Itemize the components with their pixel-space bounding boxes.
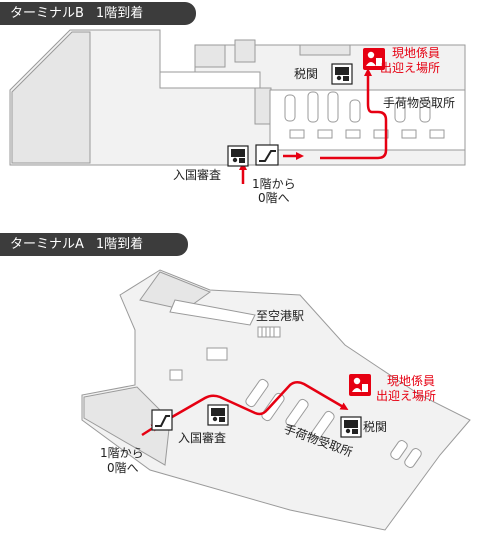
customs-officer-icon [331,63,353,85]
terminal-b-room [234,39,256,63]
terminal-a-carousel [404,448,422,468]
terminal-a-route [171,381,349,419]
staff-person-icon [349,374,371,396]
terminal-a-header: ターミナルA 1階到着 [0,233,188,256]
terminal-a-room [169,369,183,381]
terminal-b-from-floor-2: 0階へ [258,190,290,205]
terminal-a-meeting-point-label-1: 現地係員 [387,374,435,388]
terminal-a-from-floor-2: 0階へ [107,460,139,475]
terminal-b-room [194,44,226,68]
terminal-a-station-label: 至空港駅 [256,309,304,323]
terminal-a-station-hatch [261,327,275,337]
terminal-b-carousel [307,91,319,123]
terminal-b-booth [289,129,305,139]
terminal-a-carousel [311,410,335,440]
terminal-b-corridor [159,71,261,89]
terminal-a-immigration-label: 入国審査 [178,430,226,445]
terminal-a-floor: 1階到着 [95,237,144,252]
terminal-a-station-entrance [257,326,281,338]
terminal-b-carousel [394,101,406,123]
terminal-b-carousel [284,94,296,122]
terminal-a-carousel [245,378,269,408]
terminal-a-carousel [285,398,309,428]
terminal-b-carousel [327,91,339,123]
terminal-b-carousel [349,99,361,123]
immigration-officer-icon [227,145,249,167]
immigration-officer-icon [207,404,229,426]
terminal-a-carousel [390,440,408,460]
terminal-a-meeting-point-label-2: 出迎え場所 [376,389,436,403]
terminal-a-west-wing [83,386,171,466]
terminal-b-customs-label: 税関 [294,67,318,81]
terminal-b-title: ターミナルB [10,6,84,21]
terminal-b-booth [429,129,445,139]
terminal-b-booth [317,129,333,139]
terminal-b-immigration-label: 入国審査 [173,167,221,182]
terminal-a-corridor [169,299,256,326]
terminal-b-baggage-label: 手荷物受取所 [383,96,455,110]
terminal-b-meeting-point-label-2: 出迎え場所 [380,61,440,75]
terminal-b-pillar [254,87,272,125]
terminal-a-from-floor-1: 1階から [100,445,144,460]
terminal-b-booth [401,129,417,139]
terminal-b-carousel [419,99,431,123]
terminal-a-customs-label: 税関 [363,420,387,434]
terminal-b-floor: 1階到着 [95,6,144,21]
terminal-a-title: ターミナルA [10,237,84,252]
terminal-b-meeting-point-label-1: 現地係員 [392,46,440,60]
terminal-a-map: 至空港駅 現地係員 出迎え場所 税関 手荷物受取所 入国審査 1階から 0階へ [81,269,471,531]
terminal-b-booth [373,129,389,139]
terminal-b-booth [345,129,361,139]
escalator-icon [255,144,279,166]
terminal-b-map: 現地係員 出迎え場所 税関 手荷物受取所 入国審査 1階から 0階へ [9,29,466,205]
terminal-b-route [320,68,388,160]
terminal-b-west-wing [11,31,91,164]
terminal-b-header: ターミナルB 1階到着 [0,2,196,25]
escalator-icon [151,409,173,431]
terminal-b-room [299,44,351,56]
customs-officer-icon [340,416,362,438]
terminal-b-from-floor-1: 1階から [252,176,296,191]
terminal-a-room [206,347,228,361]
